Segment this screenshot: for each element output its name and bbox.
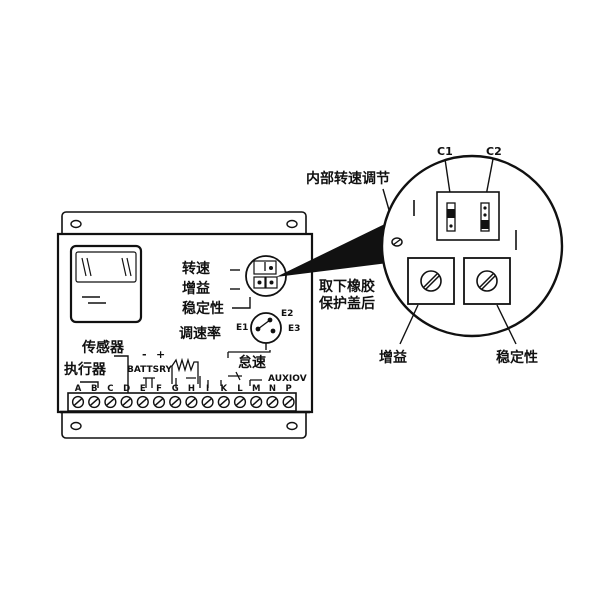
label-e1: E1 [236, 323, 248, 333]
c2-jumper [480, 202, 490, 232]
sensor-bracket [114, 355, 129, 394]
label-actuator: 执行器 [64, 361, 107, 378]
zoom-gain-slot-1 [423, 273, 438, 288]
c1-pin-bottom [449, 224, 453, 228]
label-gain-zoom: 增益 [379, 349, 407, 366]
zoom-stability-slot-1 [479, 273, 494, 288]
idle-switch [220, 371, 262, 386]
terminal-screw-slot-d [122, 398, 131, 406]
label-c2: C2 [486, 145, 502, 158]
label-stability-zoom: 稳定性 [496, 349, 538, 366]
label-battery-plus: + [156, 348, 165, 361]
zoom-view: 内部转速调节 C1 C2 增益 稳定 [306, 145, 564, 366]
label-battery: BATTSRY [127, 365, 173, 375]
gain-pot-screw [257, 280, 262, 285]
terminal-label-n: N [269, 384, 276, 394]
mount-hole-bottom-right [286, 421, 298, 431]
glare-line-3 [121, 257, 127, 277]
zoom-circle [380, 154, 564, 338]
terminal-label-a: A [75, 384, 82, 394]
glare-line-2 [86, 257, 92, 277]
terminal-screw-slot-b [90, 398, 99, 406]
label-battery-minus: - [142, 348, 147, 361]
label-c1: C1 [437, 145, 453, 158]
terminal-label-g: G [172, 384, 179, 394]
droop-jumper [257, 319, 271, 330]
terminal-screw-slot-h [187, 398, 196, 406]
terminal-label-d: D [123, 384, 130, 394]
terminal-screw-slot-k [219, 398, 228, 406]
terminal-label-k: K [221, 384, 228, 394]
terminal-label-m: M [252, 384, 260, 394]
internal-speed-screw-slot [392, 238, 402, 246]
terminal-screw-slot-c [106, 398, 115, 406]
label-stability: 稳定性 [182, 300, 224, 317]
terminal-label-f: F [156, 384, 162, 394]
terminal-label-c: C [107, 384, 113, 394]
label-speed: 转速 [182, 260, 210, 277]
droop-selector [250, 312, 282, 344]
terminal-label-e: E [140, 384, 146, 394]
h-i-line [199, 376, 209, 388]
terminal-label-b: B [91, 384, 97, 394]
terminal-screw-slot-g [171, 398, 180, 406]
c2-pin-top [483, 206, 487, 210]
stability-pot-screw [269, 280, 274, 285]
droop-pin-e3 [270, 328, 276, 334]
terminal-label-p: P [285, 384, 291, 394]
terminal-screw-slot-e [138, 398, 147, 406]
capacitor-block [436, 191, 500, 241]
label-sensor: 传感器 [81, 339, 125, 356]
controller-unit: 转速 增益 稳定性 调速率 E1 E2 E3 传感器 执行器 - + BATTS… [56, 211, 314, 439]
zoom-gain-slot-2 [425, 275, 440, 290]
mount-hole-top-right [286, 219, 298, 229]
speed-trim-screw [269, 266, 273, 270]
terminal-screw-slot-i [203, 398, 212, 406]
terminal-screw-slot-f [154, 398, 164, 406]
label-e2: E2 [281, 309, 293, 319]
terminal-screw-slot-n [268, 398, 277, 406]
gain-zoom-leader [399, 304, 419, 345]
terminal-screw-slot-p [284, 398, 293, 406]
idle-switch-bracket [227, 350, 271, 358]
label-idle: 怠速 [238, 354, 266, 371]
label-gain: 增益 [182, 280, 210, 297]
terminal-label-h: H [188, 384, 195, 394]
terminal-screw-slot-l [235, 398, 245, 406]
label-droop: 调速率 [179, 325, 221, 342]
display-inner [75, 251, 137, 283]
label-aux: AUXIOV [268, 374, 307, 384]
c2-pin-mid [483, 213, 487, 217]
glare-line-1 [81, 257, 87, 277]
actuator-bracket [80, 381, 99, 388]
mount-hole-top-left [70, 219, 82, 229]
battery-bracket [143, 377, 155, 388]
g-h-bracket [175, 377, 196, 388]
zoom-stability-slot-2 [481, 275, 496, 290]
tick-stability [232, 297, 251, 309]
label-e3: E3 [288, 324, 300, 334]
terminal-screw-slot-a [73, 398, 83, 406]
c2-cap [481, 220, 489, 229]
terminal-screw-slot-m [252, 398, 261, 406]
terminal-label-i: I [206, 384, 209, 394]
callout-cone [276, 222, 396, 277]
stability-zoom-leader [496, 304, 517, 345]
mount-hole-bottom-left [70, 421, 82, 431]
terminal-label-l: L [237, 384, 243, 394]
label-remove-cover-1: 取下橡胶 [319, 278, 375, 295]
label-remove-cover-2: 保护盖后 [318, 295, 375, 312]
glare-line-4 [126, 257, 132, 277]
label-internal-adjust: 内部转速调节 [306, 170, 390, 187]
resistor-symbol [171, 357, 199, 384]
c1-cap [447, 209, 455, 218]
terminal-screws [71, 395, 295, 409]
